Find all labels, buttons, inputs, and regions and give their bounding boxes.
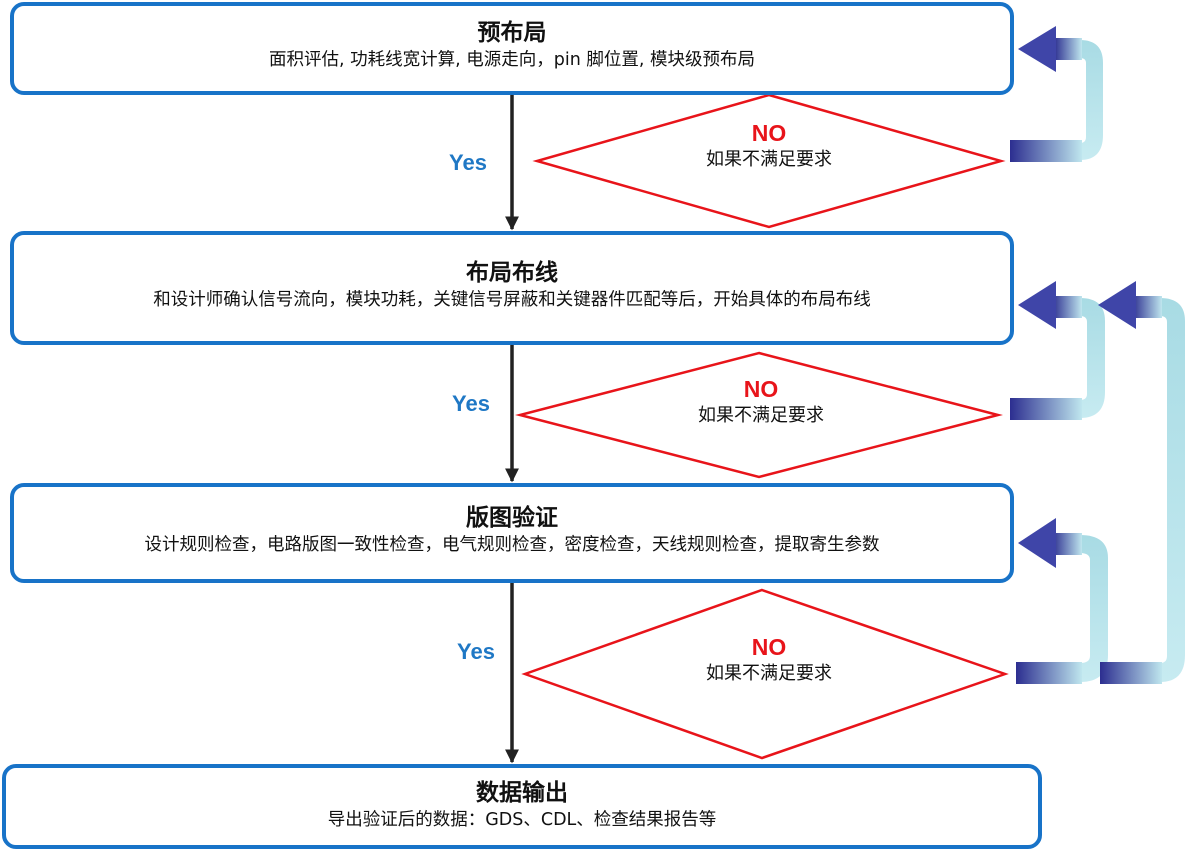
no-label: NO xyxy=(751,120,787,146)
step-box-place-route: 布局布线 和设计师确认信号流向，模块功耗，关键信号屏蔽和关键器件匹配等后，开始具… xyxy=(10,231,1014,345)
step-description: 设计规则检查，电路版图一致性检查，电气规则检查，密度检查，天线规则检查，提取寄生… xyxy=(144,535,880,555)
feedback-arrow-1 xyxy=(1010,26,1103,162)
step-title: 版图验证 xyxy=(466,505,558,531)
decision-label-3: NO 如果不满足要求 xyxy=(669,634,869,687)
no-label: NO xyxy=(743,376,779,402)
feedback-arrow-2 xyxy=(1010,281,1105,420)
decision-diamond-2 xyxy=(515,351,1003,479)
feedback-arrow-4 xyxy=(1098,281,1185,684)
step-box-data-output: 数据输出 导出验证后的数据：GDS、CDL、检查结果报告等 xyxy=(2,764,1042,849)
decision-label-1: NO 如果不满足要求 xyxy=(669,120,869,173)
step-title: 数据输出 xyxy=(476,780,568,806)
no-label: NO xyxy=(751,634,787,660)
yes-label-3: Yes xyxy=(457,639,495,664)
decision-label-2: NO 如果不满足要求 xyxy=(661,376,861,429)
condition-label: 如果不满足要求 xyxy=(706,149,832,170)
step-title: 预布局 xyxy=(477,20,547,46)
decision-diamond-1 xyxy=(532,93,1006,229)
condition-label: 如果不满足要求 xyxy=(706,663,832,684)
decision-diamond-3 xyxy=(521,588,1009,760)
step-description: 面积评估, 功耗线宽计算, 电源走向，pin 脚位置, 模块级预布局 xyxy=(269,50,755,70)
feedback-arrow-3 xyxy=(1016,518,1108,684)
yes-label-2: Yes xyxy=(452,391,490,416)
step-box-verification: 版图验证 设计规则检查，电路版图一致性检查，电气规则检查，密度检查，天线规则检查… xyxy=(10,483,1014,583)
step-box-prelayout: 预布局 面积评估, 功耗线宽计算, 电源走向，pin 脚位置, 模块级预布局 xyxy=(10,2,1014,95)
condition-label: 如果不满足要求 xyxy=(698,405,824,426)
step-title: 布局布线 xyxy=(466,260,558,286)
step-description: 和设计师确认信号流向，模块功耗，关键信号屏蔽和关键器件匹配等后，开始具体的布局布… xyxy=(153,290,871,310)
yes-label-1: Yes xyxy=(449,150,487,175)
step-description: 导出验证后的数据：GDS、CDL、检查结果报告等 xyxy=(327,810,717,830)
